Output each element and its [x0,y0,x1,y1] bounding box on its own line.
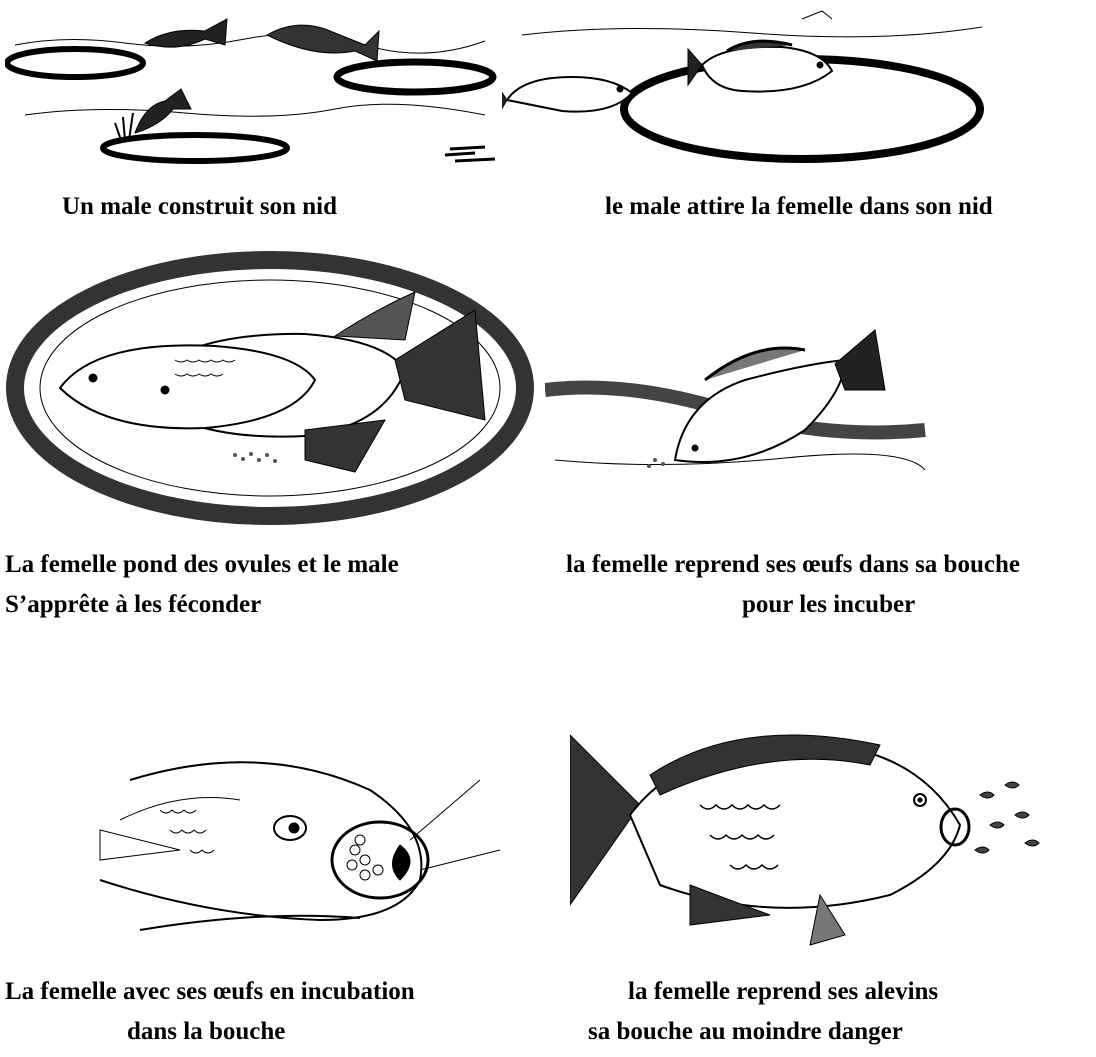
illustration-female-spawns [5,250,535,530]
illustration-male-builds-nest [5,5,500,170]
illustration-mouth-incubation [60,740,530,945]
illustration-female-with-fry [570,715,1050,955]
caption-line: S’apprête à les féconder [5,585,399,625]
caption-mouth-incubation: La femelle avec ses œufs en incubation d… [5,972,415,1052]
illustration-female-collects-eggs [545,320,930,495]
caption-line: La femelle pond des ovules et le male [5,545,399,585]
caption-line: la femelle reprend ses alevins [588,972,938,1012]
illustration-male-attracts-female [502,5,996,170]
caption-line: pour les incuber [566,585,1020,625]
caption-line: La femelle avec ses œufs en incubation [5,972,415,1012]
caption-line: dans la bouche [5,1012,415,1052]
caption-male-builds-nest: Un male construit son nid [62,187,337,227]
caption-female-with-fry: la femelle reprend ses alevins sa bouche… [588,972,938,1052]
caption-male-attracts-female: le male attire la femelle dans son nid [605,187,993,227]
caption-female-spawns: La femelle pond des ovules et le male S’… [5,545,399,625]
caption-female-collects-eggs: la femelle reprend ses œufs dans sa bouc… [566,545,1020,625]
caption-line: sa bouche au moindre danger [588,1012,938,1052]
caption-line: la femelle reprend ses œufs dans sa bouc… [566,545,1020,585]
